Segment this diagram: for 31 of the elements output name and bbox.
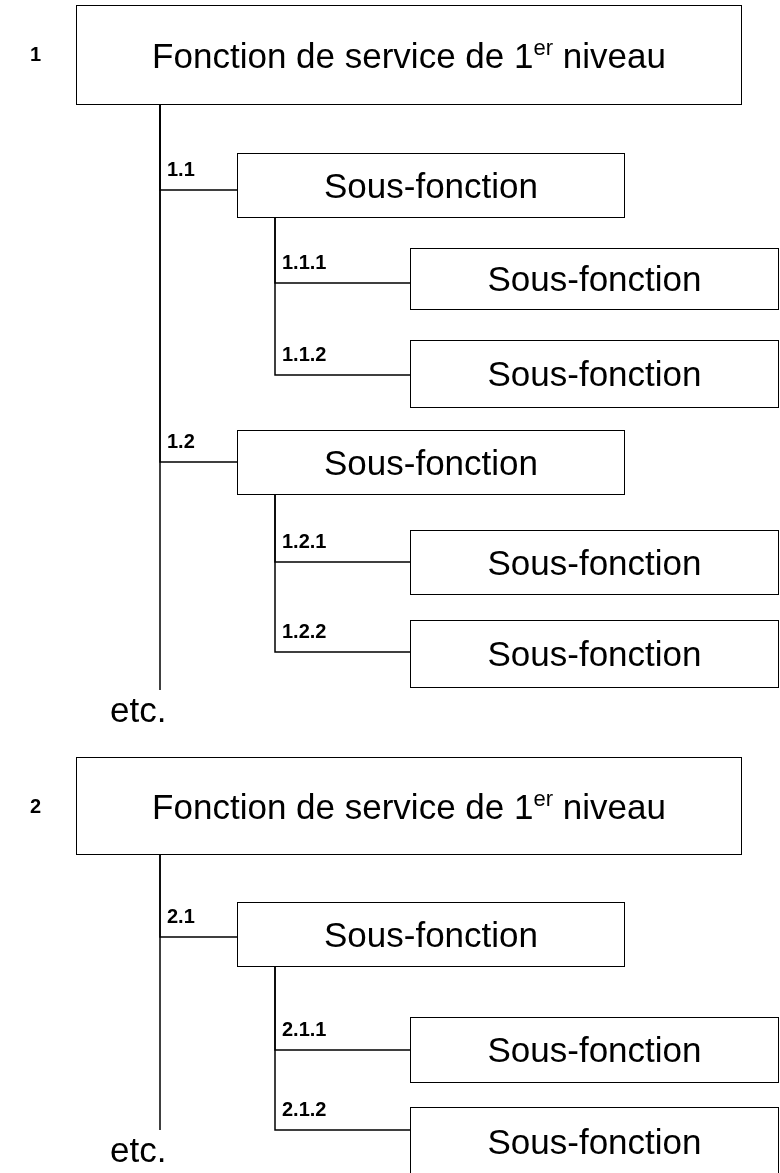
function-box <box>76 5 742 105</box>
function-box <box>76 757 742 855</box>
box-text: Sous-fonction <box>324 442 538 483</box>
function-box <box>410 1017 779 1083</box>
continuation-text: etc. <box>110 690 167 730</box>
box-text: Sous-fonction <box>487 542 702 583</box>
function-box <box>410 248 779 310</box>
box-text: Sous-fonction <box>487 1030 702 1070</box>
box-text: Sous-fonction <box>324 165 538 206</box>
function-box <box>237 902 625 967</box>
box-text: Fonction de service de 1$^{er}$ niveau <box>152 785 666 827</box>
function-box <box>410 1107 779 1173</box>
box-text: Sous-fonction <box>487 259 702 299</box>
connector-line <box>274 966 411 1131</box>
connector-line <box>159 104 161 691</box>
function-box <box>237 430 625 495</box>
connector-line <box>159 854 161 1131</box>
box-text: Fonction de service de 1$^{er}$ niveau <box>152 34 666 76</box>
continuation-text: etc. <box>110 1130 167 1170</box>
box-text: Sous-fonction <box>487 354 702 394</box>
function-number: 2 <box>30 795 42 818</box>
function-box <box>410 530 779 595</box>
connector-line <box>274 494 411 653</box>
connector-line <box>274 217 411 376</box>
function-box <box>410 340 779 408</box>
box-text: Sous-fonction <box>487 1122 702 1162</box>
box-text: Sous-fonction <box>487 634 702 674</box>
function-box <box>237 153 625 218</box>
function-box <box>410 620 779 688</box>
function-number: 1 <box>30 43 42 66</box>
box-text: Sous-fonction <box>324 914 538 955</box>
